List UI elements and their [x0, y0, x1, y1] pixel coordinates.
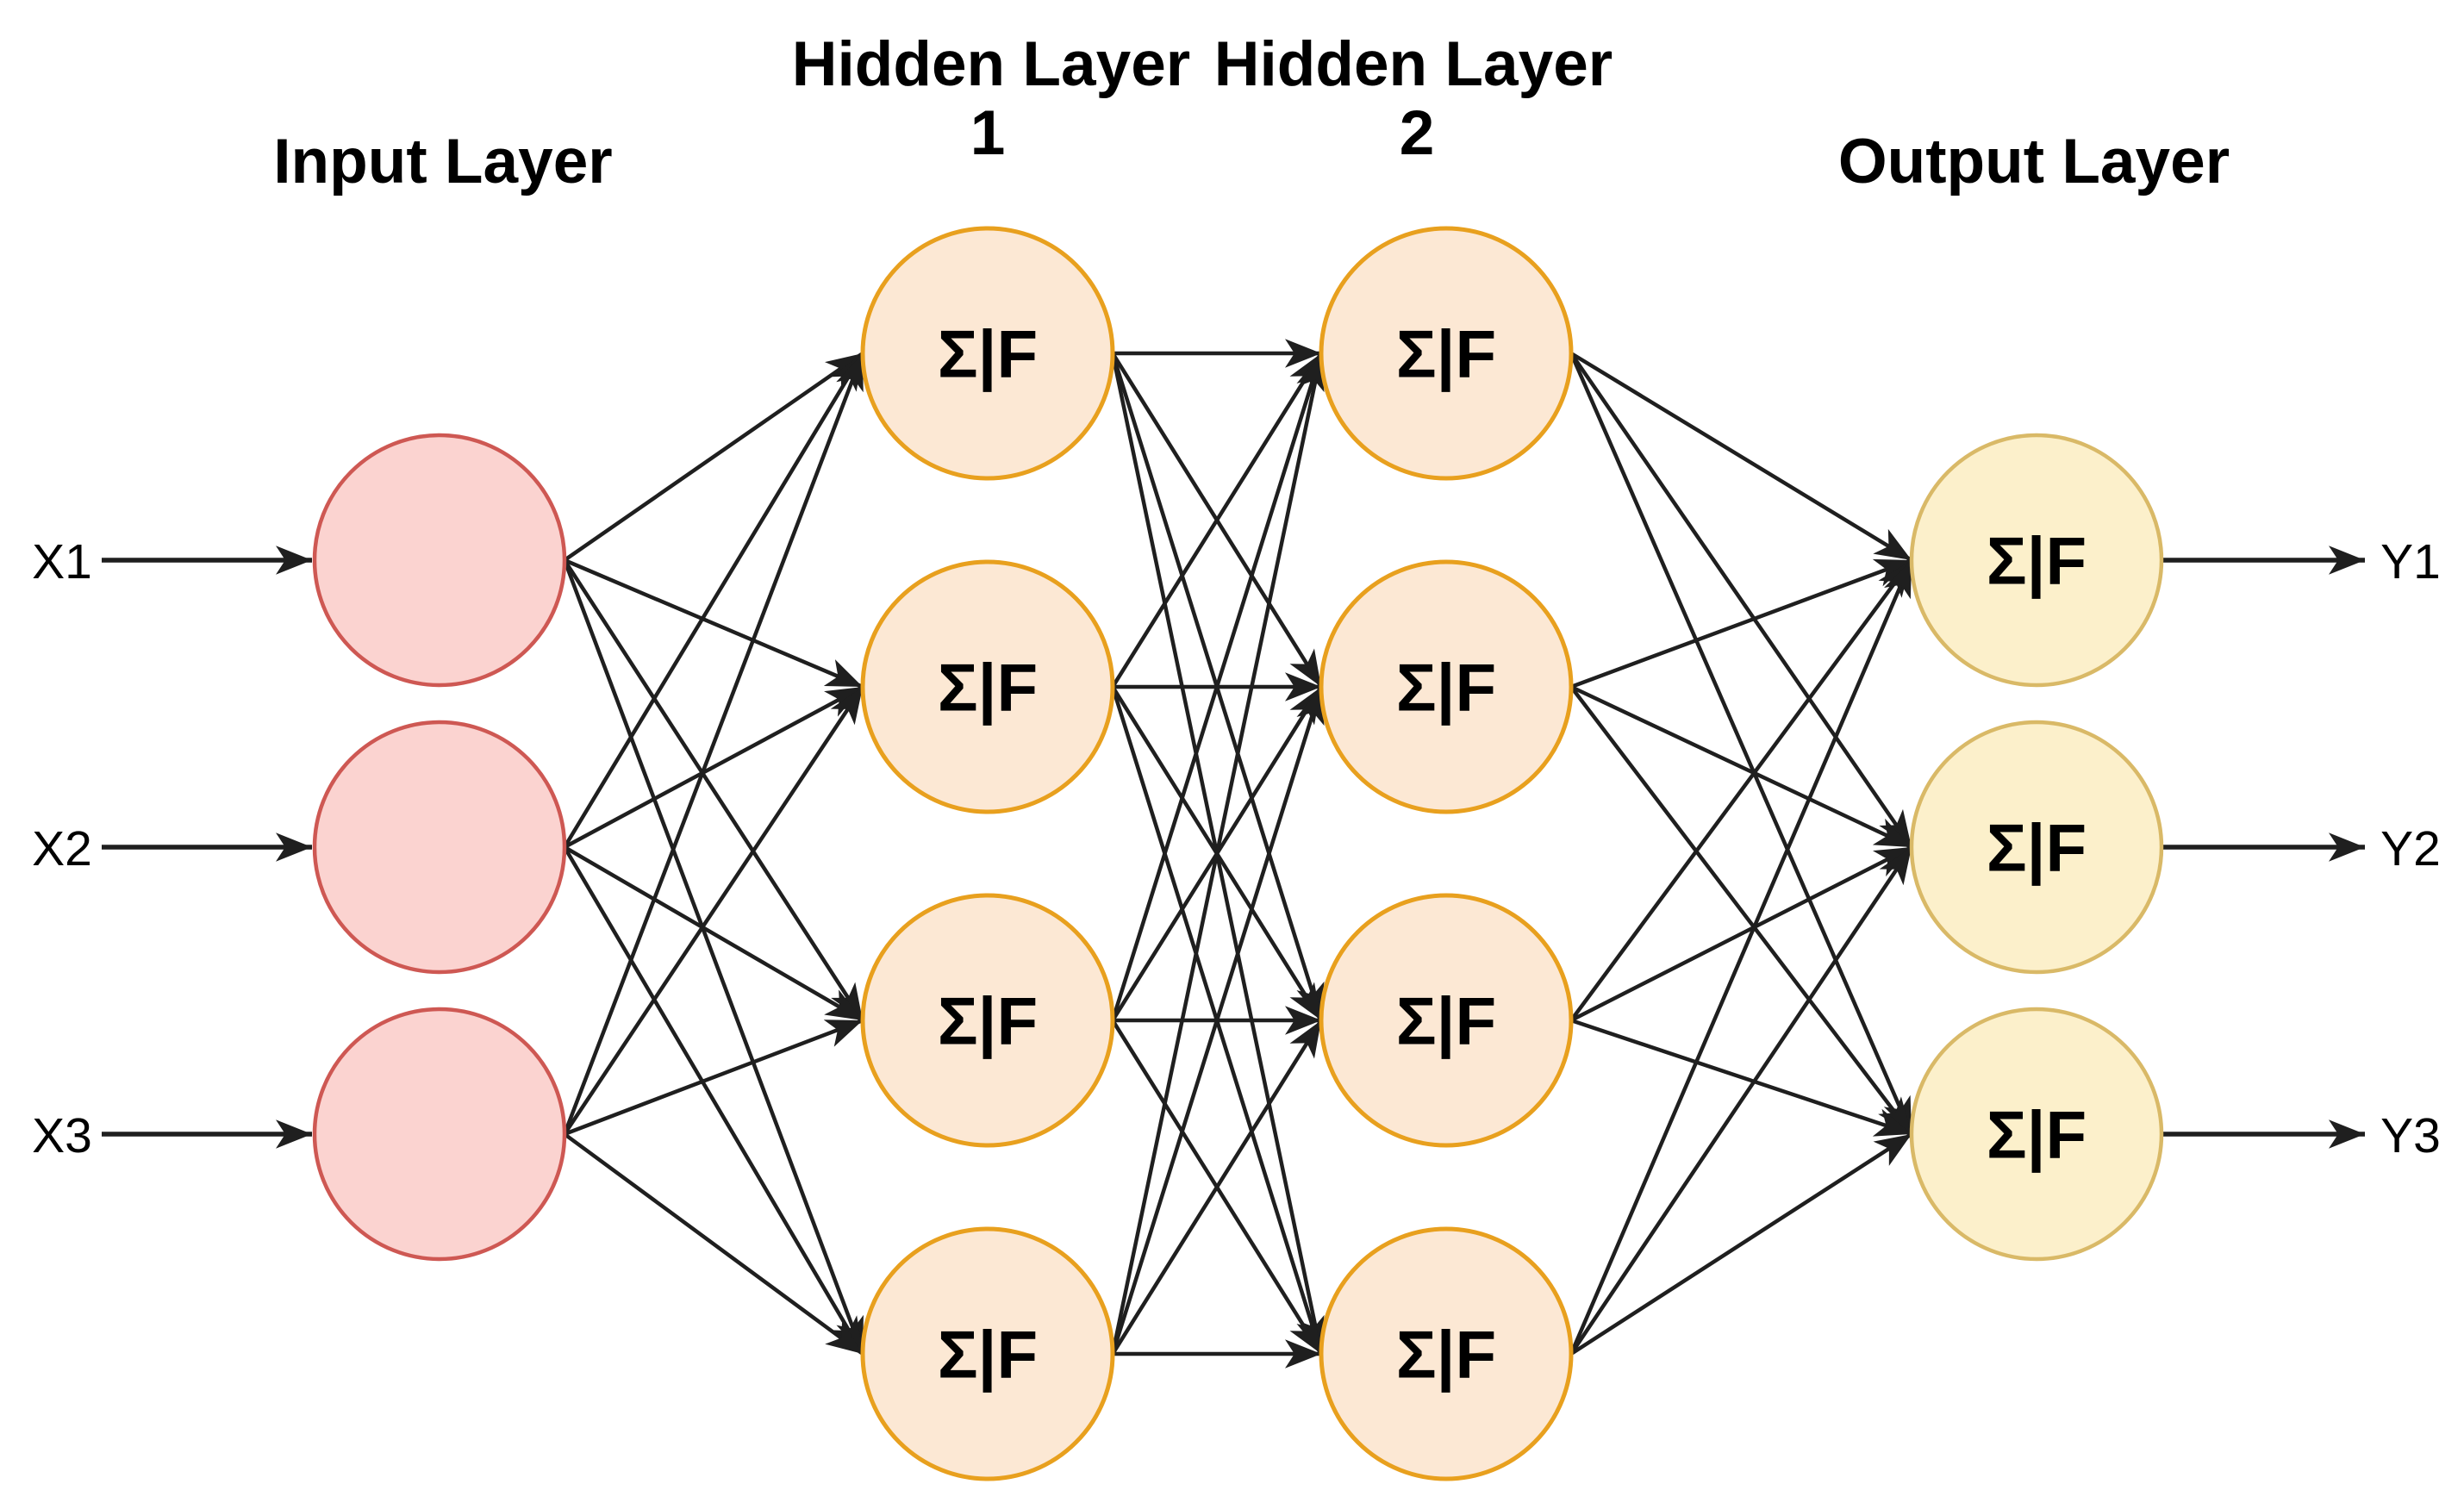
layer-title-hidden1-num: 1	[970, 98, 1006, 168]
connection-line	[563, 845, 864, 1356]
connection-line	[564, 558, 864, 689]
node-label: Σ|F	[1987, 1096, 2087, 1172]
connection-line	[1570, 1018, 1912, 1137]
output-node-3	[1909, 1007, 2164, 1262]
connections-input-to-hidden1	[562, 352, 865, 1356]
connection-line	[1569, 845, 1913, 1356]
connection-line	[563, 685, 864, 1136]
node-label: Σ|F	[1396, 1316, 1496, 1392]
connection-line	[1569, 1132, 1913, 1356]
io-labels: X1 X2 X3 Y1 Y2 Y3	[32, 534, 2441, 1163]
output-arrows	[2161, 546, 2365, 1149]
connection-line	[1111, 352, 1323, 689]
node-label: Σ|F	[938, 1316, 1038, 1392]
connection-line	[563, 352, 864, 849]
connection-line	[564, 1018, 864, 1137]
connection-line	[563, 1132, 864, 1356]
connection-line	[1110, 686, 1325, 1355]
connections-hidden2-to-output	[1569, 352, 1914, 1356]
connection-line	[563, 558, 864, 1022]
connection-line	[1570, 558, 1912, 689]
hidden1-node-4	[860, 1226, 1115, 1481]
input-layer	[312, 433, 567, 1262]
node-label: Σ|F	[1987, 522, 2087, 598]
hidden2-node-3	[1319, 893, 1574, 1148]
input-arrows	[102, 546, 312, 1149]
connection-line	[563, 685, 864, 849]
connection-line	[1110, 352, 1328, 1355]
input-label-x1: X1	[32, 534, 92, 589]
connection-line	[563, 352, 864, 562]
hidden1-node-1	[860, 226, 1115, 481]
input-node-1	[312, 433, 567, 688]
output-node-1	[1909, 433, 2164, 688]
input-label-x2: X2	[32, 821, 92, 876]
connections-hidden1-to-hidden2	[1110, 339, 1328, 1369]
layer-title-output: Output Layer	[1838, 127, 2230, 196]
output-label-y2: Y2	[2380, 821, 2441, 876]
connection-line	[1569, 685, 1913, 1136]
layer-title-input: Input Layer	[273, 127, 612, 196]
connection-line	[1569, 559, 1914, 1355]
node-label: Σ|F	[938, 315, 1038, 391]
connection-line	[562, 352, 865, 1135]
node-label: Σ|F	[1396, 315, 1496, 391]
connection-line	[562, 559, 865, 1355]
input-node-3	[312, 1007, 567, 1262]
hidden2-node-4	[1319, 1226, 1574, 1481]
input-node-2	[312, 720, 567, 975]
connection-line	[1569, 352, 1913, 562]
connection-line	[1111, 1019, 1323, 1356]
layer-title-hidden2: Hidden Layer	[1214, 29, 1613, 99]
connection-line	[1569, 352, 1913, 849]
hidden2-node-2	[1319, 559, 1574, 814]
node-label: Σ|F	[938, 982, 1038, 1058]
node-label: Σ|F	[1396, 982, 1496, 1058]
output-label-y1: Y1	[2380, 534, 2441, 589]
layer-title-hidden1: Hidden Layer	[792, 29, 1190, 99]
output-node-2	[1909, 720, 2164, 975]
output-label-y3: Y3	[2380, 1108, 2441, 1163]
layer-title-hidden2-num: 2	[1400, 98, 1435, 168]
hidden1-node-2	[860, 559, 1115, 814]
connection-line	[1570, 684, 1912, 850]
connection-line	[1569, 558, 1913, 1022]
output-layer: Σ|F Σ|F Σ|F	[1909, 433, 2164, 1262]
connection-line	[1569, 845, 1913, 1023]
connection-line	[1569, 352, 1914, 1135]
hidden-layer-2: Σ|F Σ|F Σ|F Σ|F	[1319, 226, 1574, 1481]
connection-line	[1110, 352, 1325, 1021]
node-label: Σ|F	[1396, 649, 1496, 725]
input-label-x3: X3	[32, 1108, 92, 1163]
hidden2-node-1	[1319, 226, 1574, 481]
node-label: Σ|F	[938, 649, 1038, 725]
node-label: Σ|F	[1987, 809, 2087, 885]
hidden1-node-3	[860, 893, 1115, 1148]
hidden-layer-1: Σ|F Σ|F Σ|F Σ|F	[860, 226, 1115, 1481]
connection-line	[563, 845, 864, 1022]
